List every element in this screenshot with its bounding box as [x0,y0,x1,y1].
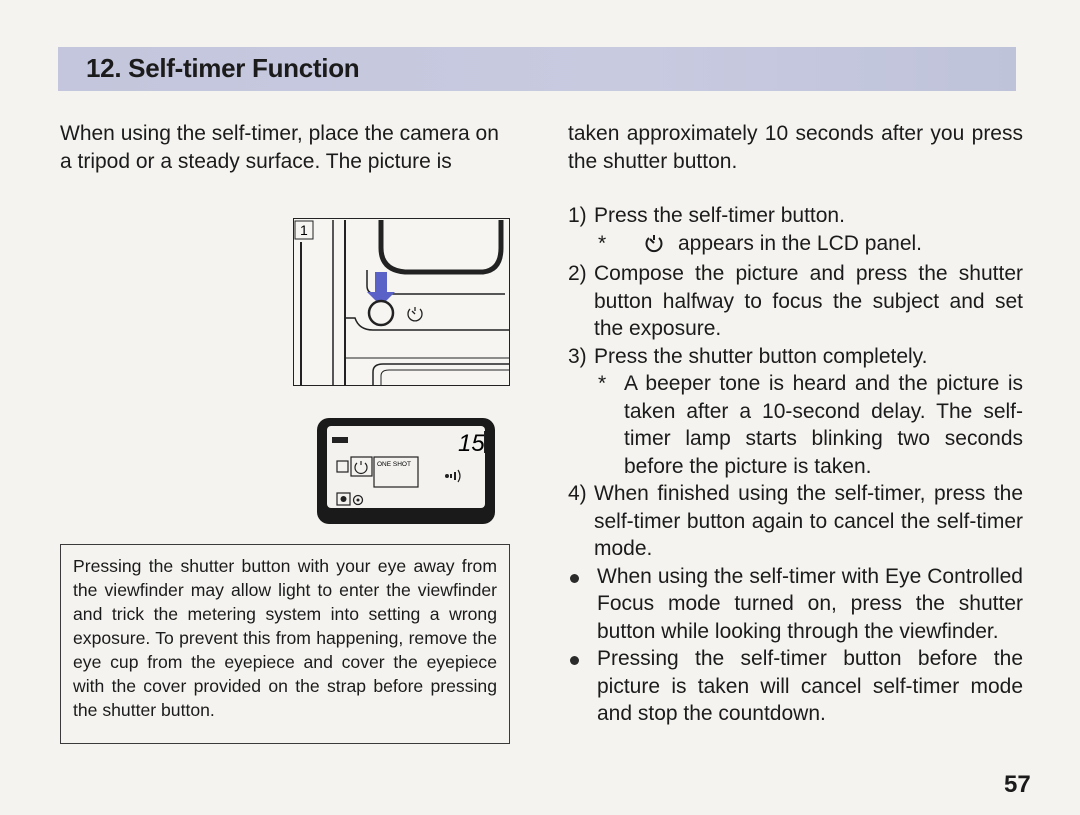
step-4: 4) When finished using the self-timer, p… [568,480,1023,563]
focus-icon [352,494,364,506]
note-text: appears in the LCD panel. [678,231,922,255]
step-1: 1) Press the self-timer button. [568,202,1023,230]
frame-counter: 15 [458,430,485,457]
caution-note-text: Pressing the shutter button with your ey… [73,556,497,720]
self-timer-icon [644,233,664,261]
lcd-panel-illustration: 15 ONE SHOT [316,417,496,525]
step-text: Compose the picture and press the shutte… [594,262,1023,340]
self-timer-button [367,299,395,327]
one-shot-box [373,456,419,488]
bullet-text: Pressing the self-timer button before th… [597,647,1023,725]
step-text: Press the shutter button completely. [594,344,928,368]
caution-note-box: Pressing the shutter button with your ey… [60,544,510,744]
one-shot-label: ONE SHOT [377,461,411,468]
step-text: Press the self-timer button. [594,204,845,227]
intro-continuation: taken approximately 10 seconds after you… [568,122,1023,173]
step-3: 3) Press the shutter button completely. [568,343,1023,371]
step-text: When finished using the self-timer, pres… [594,482,1023,560]
step-number: 2) [568,262,587,285]
note-text: A beeper tone is heard and the picture i… [624,372,1023,478]
bullet-cancel-countdown: Pressing the self-timer button before th… [568,645,1023,728]
page-number: 57 [1004,771,1031,798]
section-header: 12. Self-timer Function [58,47,1016,91]
step-1-note: * appears in the LCD panel. [568,230,1023,261]
battery-icon [332,437,348,443]
step-2: 2) Compose the picture and press the shu… [568,260,1023,343]
lcd-self-timer-icon [354,461,368,474]
instructions-column: taken approximately 10 seconds after you… [568,120,1023,728]
bullet-eye-controlled-focus: When using the self-timer with Eye Contr… [568,563,1023,646]
camera-illustration: 1 [293,218,510,386]
bullet-dot [570,656,579,665]
lcd-panel-svg: 15 ONE SHOT [317,418,495,524]
step-number: 1) [568,204,587,227]
bullet-dot [570,573,579,583]
figure-number: 1 [300,222,308,238]
camera-illustration-svg: 1 [293,218,510,386]
intro-paragraph: When using the self-timer, place the cam… [60,122,499,173]
step-number: 3) [568,344,587,368]
metering-icon [336,492,351,506]
single-frame-icon [336,460,349,473]
step-3-note: * A beeper tone is heard and the picture… [568,370,1023,480]
note-mark: * [598,231,607,255]
bullet-text: When using the self-timer with Eye Contr… [597,564,1023,643]
note-mark: * [598,372,607,395]
step-number: 4) [568,482,587,505]
section-title: 12. Self-timer Function [86,53,360,83]
press-arrow [375,272,387,294]
beeper-icon [445,469,461,483]
self-timer-icon [407,307,423,322]
